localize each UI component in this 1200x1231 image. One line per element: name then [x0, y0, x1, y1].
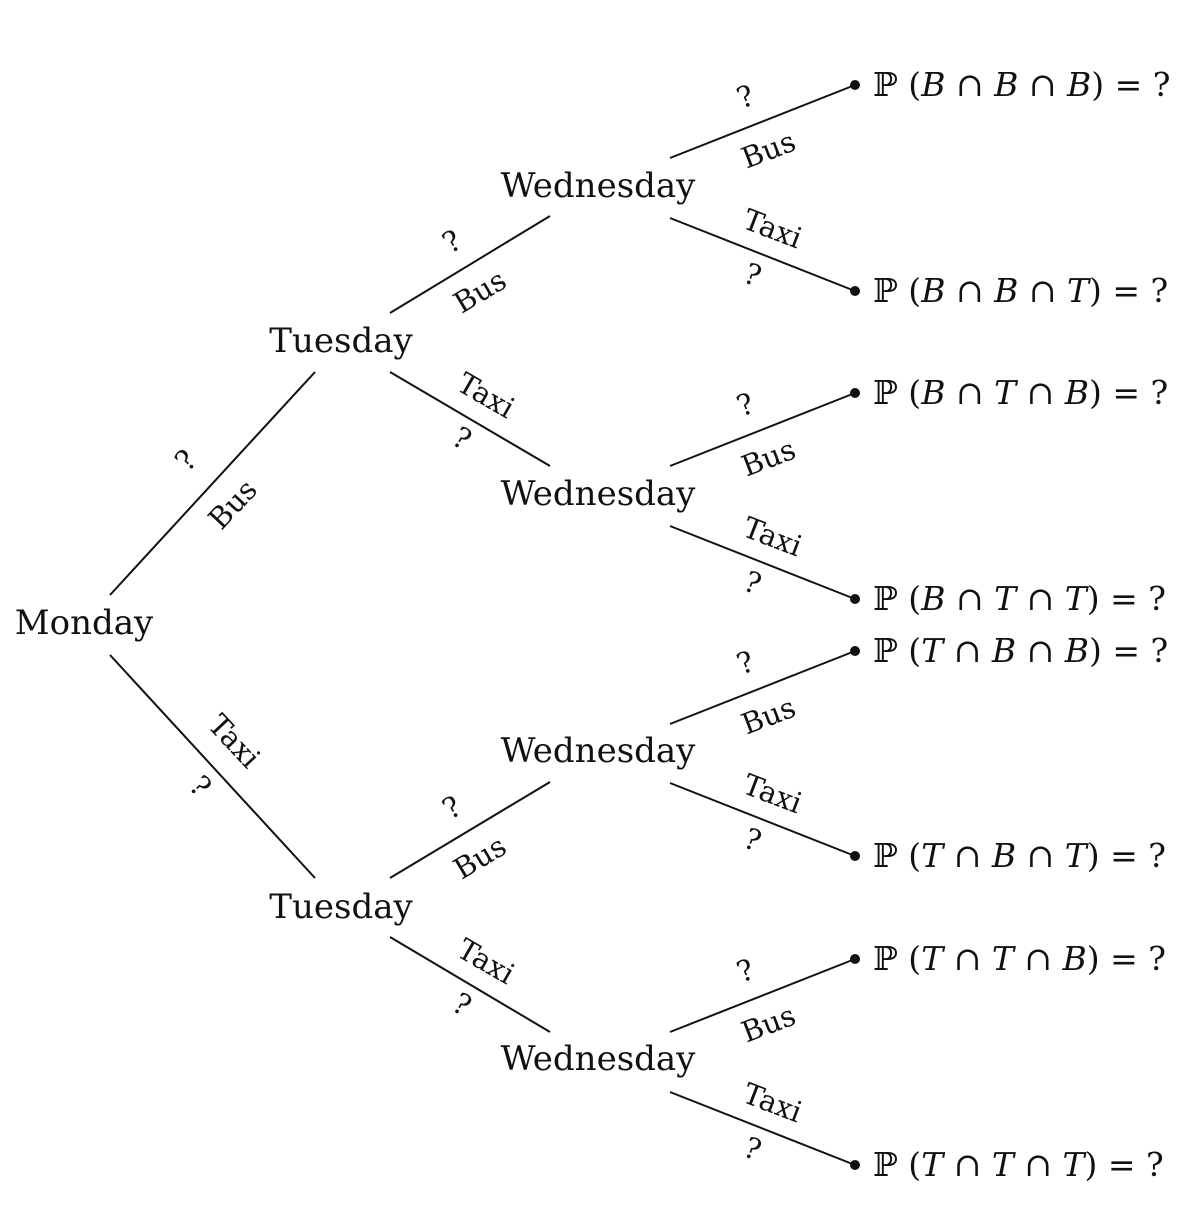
- edge-wednesday4-outcome8-taxi: [669, 1091, 856, 1166]
- node-tuesday: Tuesday: [269, 887, 413, 927]
- edge-wednesday1-outcome2-taxi: [669, 217, 856, 292]
- edge-tuesday1-wednesday1-bus: [389, 215, 551, 314]
- outcome-label: ℙ (T ∩ B ∩ B) = ?: [873, 631, 1168, 670]
- edge-label-probability: ?: [732, 644, 759, 681]
- edge-label-taxi: Taxi: [738, 1076, 806, 1129]
- edge-label-probability: ?: [739, 821, 766, 858]
- edge-label-probability: ?: [732, 952, 759, 989]
- edge-label-taxi: Taxi: [452, 932, 521, 991]
- edge-label-probability: ?: [183, 769, 218, 804]
- edge-label-bus: Bus: [202, 473, 264, 536]
- edge-label-probability: ?: [732, 386, 759, 423]
- edge-label-taxi: Taxi: [452, 366, 521, 425]
- edge-label-probability: ?: [168, 443, 203, 478]
- edge-monday-tuesday-taxi: [109, 654, 316, 879]
- edge-tuesday2-wednesday4-taxi: [389, 936, 551, 1033]
- edge-tuesday2-wednesday3-bus: [389, 781, 551, 879]
- outcome-dot: [850, 594, 860, 604]
- edge-label-bus: Bus: [737, 690, 800, 741]
- edge-wednesday2-outcome4-taxi: [669, 525, 856, 600]
- edge-label-probability: ?: [436, 223, 467, 260]
- edge-label-taxi: Taxi: [738, 202, 806, 255]
- edge-label-bus: Bus: [737, 124, 800, 175]
- edge-wednesday4-outcome7-bus: [669, 958, 856, 1033]
- edge-label-probability: ?: [436, 789, 467, 826]
- edge-label-probability: ?: [739, 256, 766, 293]
- node-wednesday: Wednesday: [501, 166, 697, 206]
- edge-label-probability: ?: [447, 986, 477, 1023]
- outcome-dot: [850, 646, 860, 656]
- outcome-label: ℙ (T ∩ B ∩ T) = ?: [873, 836, 1166, 875]
- edge-label-bus: Bus: [737, 432, 800, 483]
- node-tuesday: Tuesday: [269, 321, 413, 361]
- edge-label-taxi: Taxi: [738, 510, 806, 563]
- node-wednesday: Wednesday: [501, 731, 697, 771]
- edge-wednesday1-outcome1-bus: [669, 84, 856, 159]
- outcome-dot: [850, 1160, 860, 1170]
- node-wednesday: Wednesday: [501, 474, 697, 514]
- outcome-label: ℙ (B ∩ B ∩ B) = ?: [873, 65, 1171, 104]
- edge-monday-tuesday-bus: [109, 371, 316, 596]
- outcome-dot: [850, 851, 860, 861]
- node-wednesday: Wednesday: [501, 1039, 697, 1079]
- outcome-label: ℙ (B ∩ T ∩ T) = ?: [873, 579, 1166, 618]
- outcome-label: ℙ (T ∩ T ∩ B) = ?: [873, 939, 1166, 978]
- outcome-dot: [850, 388, 860, 398]
- outcome-dot: [850, 80, 860, 90]
- outcome-label: ℙ (T ∩ T ∩ T) = ?: [873, 1145, 1164, 1184]
- outcome-label: ℙ (B ∩ T ∩ B) = ?: [873, 373, 1168, 412]
- edge-wednesday2-outcome3-bus: [669, 392, 856, 467]
- edge-wednesday3-outcome6-taxi: [669, 782, 856, 857]
- node-monday: Monday: [15, 603, 154, 643]
- edge-label-bus: Bus: [737, 998, 800, 1049]
- edge-label-probability: ?: [732, 78, 759, 115]
- edge-tuesday1-wednesday2-taxi: [389, 371, 551, 467]
- outcome-dot: [850, 286, 860, 296]
- outcome-label: ℙ (B ∩ B ∩ T) = ?: [873, 271, 1168, 310]
- edge-wednesday3-outcome5-bus: [669, 650, 856, 725]
- edge-label-taxi: Taxi: [738, 767, 806, 820]
- outcome-dot: [850, 954, 860, 964]
- edge-label-probability: ?: [447, 420, 477, 457]
- edge-label-probability: ?: [739, 1130, 766, 1167]
- edge-label-probability: ?: [739, 564, 766, 601]
